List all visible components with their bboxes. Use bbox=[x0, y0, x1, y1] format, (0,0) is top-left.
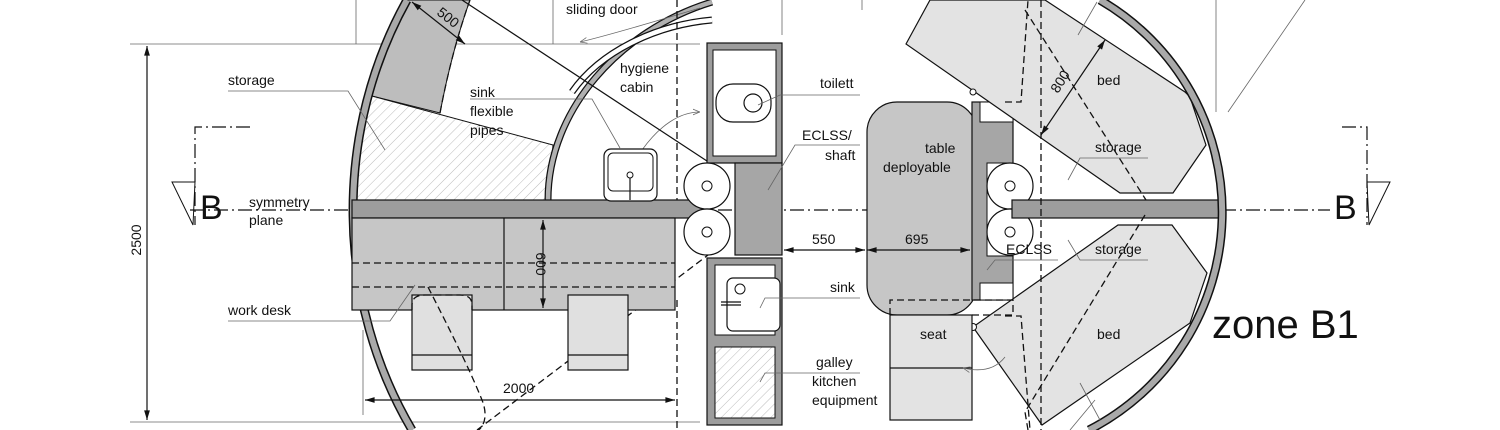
toilet-unit bbox=[706, 42, 783, 164]
label-sink-pipes-1: sink bbox=[470, 84, 496, 100]
label-deployable: deployable bbox=[883, 159, 951, 175]
label-sliding-door: sliding door bbox=[566, 1, 638, 17]
label-bed-top: bed bbox=[1097, 72, 1120, 88]
label-storage-bottom: storage bbox=[1095, 241, 1142, 257]
label-galley-2: kitchen bbox=[812, 373, 856, 389]
left-storage-hatched bbox=[351, 94, 554, 201]
label-storage-top: storage bbox=[1095, 139, 1142, 155]
label-sink-pipes-2: flexible bbox=[470, 103, 514, 119]
label-eclss: ECLSS bbox=[1006, 241, 1052, 257]
dimension-2500: 2500 bbox=[128, 224, 144, 255]
chair-2 bbox=[567, 294, 629, 371]
seat bbox=[889, 299, 1014, 421]
rollers-left bbox=[683, 162, 731, 256]
label-work-desk: work desk bbox=[227, 302, 292, 318]
label-cabin: cabin bbox=[620, 79, 653, 95]
label-toilet: toilett bbox=[820, 75, 854, 91]
label-eclss-shaft-2: shaft bbox=[825, 147, 855, 163]
dimension-600: 600 bbox=[533, 252, 549, 276]
label-galley-1: galley bbox=[816, 354, 853, 370]
svg-text:B: B bbox=[1334, 189, 1357, 227]
eclss-shaft bbox=[734, 162, 783, 256]
galley-equipment bbox=[714, 346, 776, 419]
label-sink: sink bbox=[830, 279, 856, 295]
section-mark-right: B bbox=[1334, 126, 1391, 227]
bed-bottom bbox=[972, 224, 1208, 426]
label-seat: seat bbox=[920, 326, 947, 342]
label-symmetry: symmetry bbox=[249, 194, 310, 210]
section-mark-left: B bbox=[171, 126, 250, 227]
label-storage-left: storage bbox=[228, 72, 275, 88]
label-plane: plane bbox=[249, 212, 283, 228]
label-table: table bbox=[925, 140, 956, 156]
label-eclss-shaft-1: ECLSS/ bbox=[802, 127, 852, 143]
dimension-2000: 2000 bbox=[503, 380, 534, 396]
chair-1 bbox=[411, 294, 473, 371]
zone-title: zone B1 bbox=[1212, 303, 1359, 347]
washbasin bbox=[603, 148, 658, 202]
label-galley-3: equipment bbox=[812, 392, 877, 408]
chair-swing-path bbox=[427, 286, 486, 430]
dimension-695: 695 bbox=[905, 231, 929, 247]
galley-sink-unit bbox=[706, 257, 783, 426]
rollers-right bbox=[986, 162, 1034, 256]
label-sink-pipes-3: pipes bbox=[470, 122, 503, 138]
shelf-band-left bbox=[351, 199, 703, 219]
dimension-550: 550 bbox=[812, 231, 836, 247]
svg-text:B: B bbox=[200, 189, 223, 227]
shelf-band-right bbox=[1011, 199, 1221, 219]
deployable-table[interactable] bbox=[866, 101, 978, 316]
label-bed-bottom: bed bbox=[1097, 326, 1120, 342]
label-hygiene: hygiene bbox=[620, 60, 669, 76]
